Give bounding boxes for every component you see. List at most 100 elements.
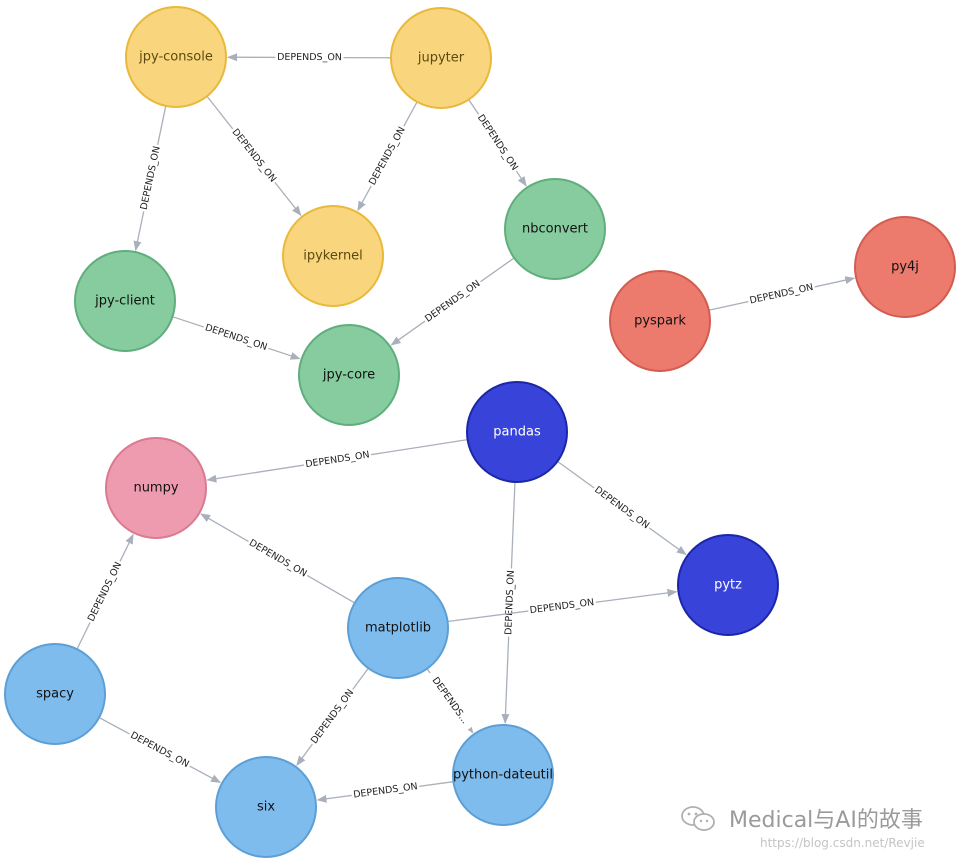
- node-ipykernel[interactable]: ipykernel: [282, 205, 384, 307]
- edge-label: DEPENDS_ON: [229, 127, 278, 185]
- edge-label: DEPENDS_ON: [86, 560, 124, 623]
- node-label: py4j: [891, 260, 919, 275]
- node-circle[interactable]: [282, 205, 384, 307]
- node-label: jpy-client: [94, 294, 155, 309]
- node-jpy-client[interactable]: jpy-client: [74, 250, 176, 352]
- node-circle[interactable]: [452, 724, 554, 826]
- nodes-layer: jpy-console jupyter ipykernel nbconvert jpy-…: [4, 6, 956, 858]
- node-circle[interactable]: [609, 270, 711, 372]
- edge-label: DEPENDS_ON: [592, 484, 651, 531]
- edge-label: DEPENDS_ON: [128, 730, 190, 770]
- edge-label-background: [227, 124, 281, 187]
- edge-label-background: [365, 123, 410, 190]
- edge-label: DEPENDS_ON: [277, 52, 342, 63]
- watermark-url: https://blog.csdn.net/Revjie: [760, 836, 925, 850]
- node-circle[interactable]: [854, 216, 956, 318]
- node-circle[interactable]: [298, 324, 400, 426]
- node-label: numpy: [133, 481, 178, 496]
- node-label: ipykernel: [303, 249, 363, 264]
- edge-spacy-to-numpy: DEPENDS_ON: [76, 533, 134, 650]
- node-circle[interactable]: [4, 643, 106, 745]
- edge-label-background: [424, 669, 475, 733]
- edge-matplotlib-to-pytz: DEPENDS_ON: [447, 588, 678, 623]
- node-circle[interactable]: [504, 178, 606, 280]
- edge-label-background: [201, 320, 271, 355]
- edge-label-background: [126, 728, 193, 772]
- node-pytz[interactable]: pytz: [677, 534, 779, 636]
- node-circle[interactable]: [105, 437, 207, 539]
- edge-matplotlib-to-numpy: DEPENDS_ON: [200, 513, 356, 604]
- node-circle[interactable]: [466, 381, 568, 483]
- node-pandas[interactable]: pandas: [466, 381, 568, 483]
- edge-label-background: [746, 280, 817, 308]
- edge-matplotlib-to-python-dateutil: DEPENDS...: [424, 668, 475, 734]
- edge-label: DEPENDS...: [430, 675, 471, 726]
- edges-layer: DEPENDS_ON DEPENDS_ON DEPENDS_ON DEPENDS_ON…: [76, 50, 856, 803]
- edge-label: DEPENDS_ON: [305, 449, 371, 470]
- node-circle[interactable]: [677, 534, 779, 636]
- node-pyspark[interactable]: pyspark: [609, 270, 711, 372]
- node-nbconvert[interactable]: nbconvert: [504, 178, 606, 280]
- node-circle[interactable]: [347, 577, 449, 679]
- edge-jupyter-to-jpy-console: DEPENDS_ON: [226, 50, 392, 65]
- edge-label-background: [590, 482, 654, 534]
- edge-label: DEPENDS_ON: [353, 781, 419, 801]
- edge-pyspark-to-py4j: DEPENDS_ON: [708, 276, 856, 311]
- edge-nbconvert-to-jpy-core: DEPENDS_ON: [390, 257, 515, 346]
- node-jpy-core[interactable]: jpy-core: [298, 324, 400, 426]
- edge-jupyter-to-nbconvert: DEPENDS_ON: [468, 99, 527, 187]
- node-jpy-console[interactable]: jpy-console: [125, 6, 227, 108]
- edge-matplotlib-to-six: DEPENDS_ON: [296, 667, 369, 766]
- edge-label: DEPENDS_ON: [139, 145, 163, 211]
- watermark-text: Medical与AI的故事: [729, 808, 923, 833]
- edge-label: DEPENDS_ON: [309, 687, 356, 746]
- node-circle[interactable]: [390, 7, 492, 109]
- node-six[interactable]: six: [215, 756, 317, 858]
- node-jupyter[interactable]: jupyter: [390, 7, 492, 109]
- node-label: pyspark: [634, 314, 686, 329]
- node-matplotlib[interactable]: matplotlib: [347, 577, 449, 679]
- node-label: jupyter: [417, 51, 465, 66]
- edge-label: DEPENDS_ON: [475, 113, 520, 173]
- edge-label-background: [137, 143, 165, 213]
- edge-label: DEPENDS_ON: [204, 322, 269, 353]
- node-label: matplotlib: [365, 621, 431, 636]
- edge-label: DEPENDS_ON: [529, 597, 595, 616]
- node-circle[interactable]: [74, 250, 176, 352]
- node-python-dateutil[interactable]: python-dateutil: [452, 724, 554, 826]
- edge-pandas-to-pytz: DEPENDS_ON: [557, 460, 687, 556]
- node-label: pytz: [714, 578, 742, 593]
- edge-python-dateutil-to-six: DEPENDS_ON: [316, 779, 454, 803]
- edge-label-background: [245, 535, 311, 582]
- edge-label-background: [350, 779, 421, 802]
- node-label: nbconvert: [522, 222, 588, 237]
- edge-label: DEPENDS_ON: [247, 538, 309, 580]
- node-spacy[interactable]: spacy: [4, 643, 106, 745]
- edge-jupyter-to-ipykernel: DEPENDS_ON: [357, 101, 418, 212]
- edge-label-background: [275, 50, 344, 65]
- edge-label: DEPENDS_ON: [423, 278, 482, 324]
- edge-label-background: [84, 558, 126, 626]
- edge-label-background: [502, 568, 518, 637]
- edge-label: DEPENDS_ON: [749, 282, 815, 307]
- node-label: jpy-core: [322, 368, 375, 383]
- node-py4j[interactable]: py4j: [854, 216, 956, 318]
- watermark: Medical与AI的故事: [680, 802, 923, 834]
- edge-label-background: [473, 110, 522, 175]
- edge-label: DEPENDS_ON: [367, 125, 408, 187]
- node-label: python-dateutil: [453, 768, 553, 783]
- edge-pandas-to-numpy: DEPENDS_ON: [206, 439, 468, 483]
- node-label: jpy-console: [138, 50, 213, 65]
- edge-label-background: [527, 595, 597, 618]
- node-label: six: [257, 800, 275, 815]
- wechat-icon: [680, 805, 716, 833]
- node-numpy[interactable]: numpy: [105, 437, 207, 539]
- node-label: pandas: [493, 425, 541, 440]
- edge-spacy-to-six: DEPENDS_ON: [98, 717, 222, 784]
- node-circle[interactable]: [215, 756, 317, 858]
- edge-pandas-to-python-dateutil: DEPENDS_ON: [501, 481, 518, 725]
- edge-jpy-console-to-ipykernel: DEPENDS_ON: [206, 95, 302, 216]
- node-circle[interactable]: [125, 6, 227, 108]
